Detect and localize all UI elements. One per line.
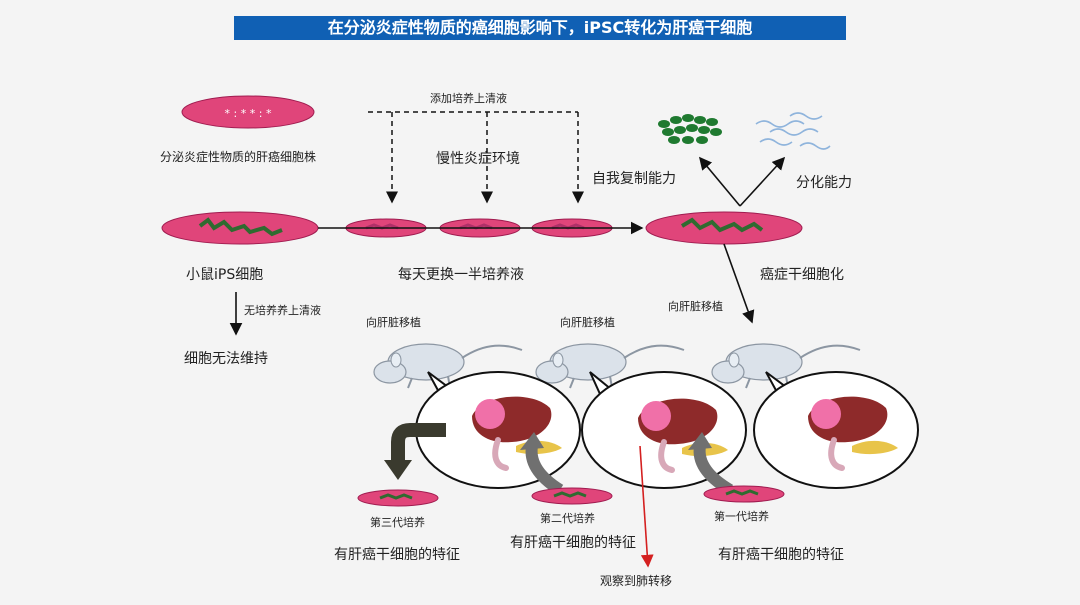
label-self-renew: 自我复制能力 — [592, 171, 676, 187]
label-gen1: 第一代培养 — [714, 510, 769, 523]
label-supernatant-add: 添加培养上清液 — [430, 92, 507, 105]
liver-bubble-2 — [581, 371, 747, 489]
label-transplant-3: 向肝脏移植 — [366, 316, 421, 329]
label-top-dish: 分泌炎症性物质的肝癌细胞株 — [160, 150, 317, 164]
label-medium-change: 每天更换一半培养液 — [398, 267, 524, 283]
label-differentiate: 分化能力 — [796, 175, 852, 191]
to-mouse-arrow — [723, 243, 755, 324]
label-chronic-env: 慢性炎症环境 — [436, 151, 520, 167]
liver-bubble-3 — [415, 371, 581, 489]
label-feature-2: 有肝癌干细胞的特征 — [510, 535, 636, 551]
label-lung-meta: 观察到肺转移 — [600, 574, 673, 588]
cancer-stem-dish — [645, 211, 803, 245]
gen3-curved-arrow — [384, 423, 446, 480]
label-cannot-maintain: 细胞无法维持 — [184, 351, 268, 367]
label-feature-1: 有肝癌干细胞的特征 — [718, 547, 844, 563]
capability-arrows — [698, 156, 786, 207]
label-gen3: 第三代培养 — [370, 516, 425, 529]
svg-text:* : * * : *: * : * * : * — [225, 107, 272, 120]
hepatoma-dish: * : * * : * — [181, 95, 315, 129]
gen2-dish — [531, 487, 613, 505]
figure-title: 在分泌炎症性物质的癌细胞影响下，iPSC转化为肝癌干细胞 — [234, 16, 846, 40]
ips-dish — [161, 211, 319, 245]
lung-metastasis-arrow — [639, 445, 654, 568]
gen1-dish — [703, 485, 785, 503]
label-cancer-stem: 癌症干细胞化 — [760, 267, 844, 283]
differentiated-cells-icon — [755, 112, 831, 150]
gen2-curved-arrow — [520, 432, 564, 496]
label-gen2: 第二代培养 — [540, 512, 595, 525]
label-no-supernatant: 无培养养上清液 — [244, 304, 321, 317]
label-feature-3: 有肝癌干细胞的特征 — [334, 547, 460, 563]
label-transplant-1: 向肝脏移植 — [668, 300, 723, 313]
label-mouse-ips: 小鼠iPS细胞 — [186, 267, 264, 283]
label-transplant-2: 向肝脏移植 — [560, 316, 615, 329]
self-renewal-cells-icon — [658, 114, 722, 144]
supernatant-dashed-lines — [368, 111, 584, 204]
liver-bubble-1 — [753, 371, 919, 489]
gen3-dish — [357, 489, 439, 507]
